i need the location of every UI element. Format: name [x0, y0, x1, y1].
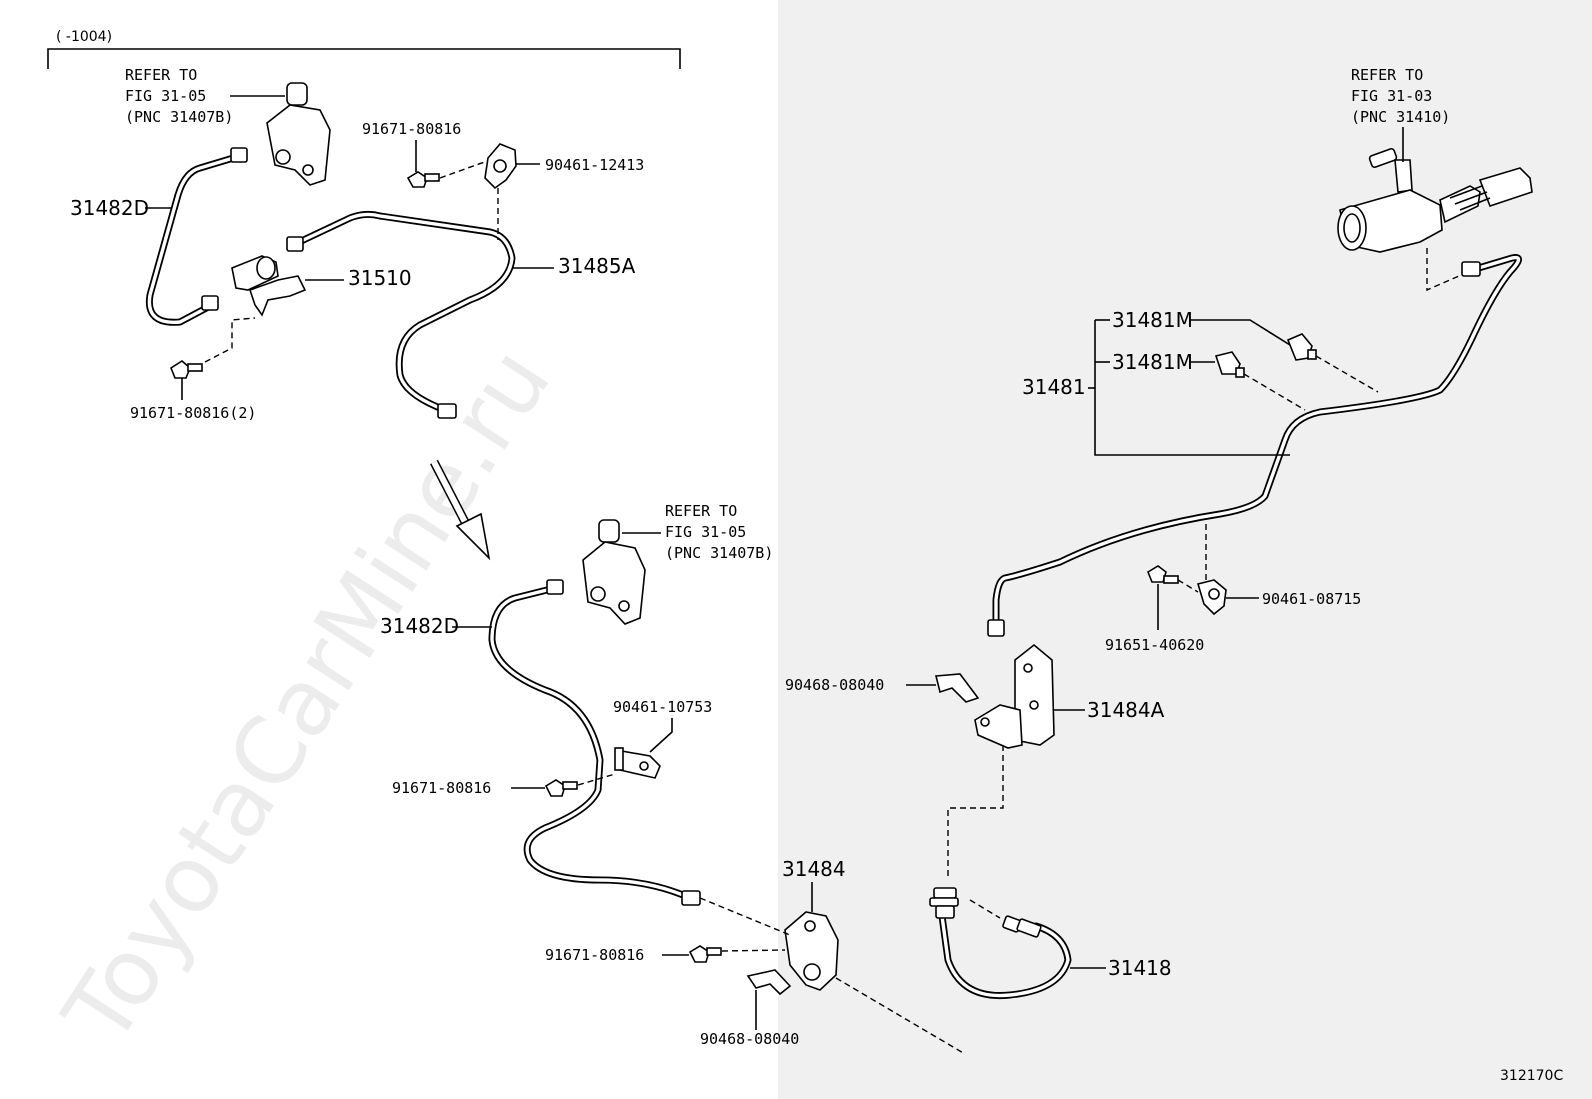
label-31418: 31418 — [1108, 956, 1172, 980]
label-90468-mid: 90468-08040 — [785, 676, 884, 694]
hose-fitting-icon — [1002, 915, 1042, 938]
label-91671-low: 91671-80816 — [545, 946, 644, 964]
pipe-31481 — [992, 254, 1522, 629]
clamp-icon — [1196, 579, 1227, 616]
pipe-31485a — [291, 210, 516, 414]
label-31510: 31510 — [348, 266, 412, 290]
right-panel — [778, 0, 1592, 1099]
clamp-icon — [484, 143, 517, 190]
label-31484a: 31484A — [1087, 698, 1165, 722]
range-label: ( -1004) — [56, 29, 112, 45]
bracket-31484-icon — [784, 911, 839, 991]
fitting-icon — [230, 147, 248, 163]
dash-bolt-clamp-mid — [577, 773, 616, 786]
grommet-icon — [1214, 351, 1245, 378]
fitting-icon — [987, 619, 1005, 637]
hose-31418 — [938, 912, 1072, 1000]
bolt-icon — [1147, 565, 1179, 584]
pipe-31482d-top — [145, 152, 244, 326]
bolt-icon — [170, 360, 203, 379]
dash-bolt-bracket — [721, 949, 786, 952]
ref-top-left-line2: FIG 31-05 — [125, 87, 206, 105]
label-31481m-a: 31481M — [1112, 308, 1193, 332]
fitting-icon — [286, 236, 304, 252]
ref-top-right-line2: FIG 31-03 — [1351, 87, 1432, 105]
dash-hose-fitting — [969, 899, 1001, 919]
ref-mid-line1: REFER TO — [665, 502, 737, 520]
bolt-icon — [544, 779, 578, 797]
grommet-icon — [1286, 333, 1317, 361]
dash-bolt-clamp-top — [439, 159, 491, 179]
master-cylinder-icon — [1337, 147, 1533, 253]
dash-grommet-b — [1243, 373, 1306, 411]
label-90468-low: 90468-08040 — [700, 1030, 799, 1048]
label-90461-08715: 90461-08715 — [1262, 590, 1361, 608]
dash-bracket-hose-top — [947, 745, 1004, 880]
hose-fitting-icon — [929, 887, 959, 919]
leader-90461-10753 — [649, 718, 673, 753]
valve-mid-icon — [582, 519, 646, 625]
label-90461-12413: 90461-12413 — [545, 156, 644, 174]
ref-top-left-line1: REFER TO — [125, 66, 197, 84]
left-panel — [0, 0, 778, 1099]
valve-top-icon — [266, 82, 331, 186]
fitting-icon — [1461, 261, 1481, 277]
fitting-icon — [546, 579, 564, 595]
fitting-icon — [201, 295, 219, 311]
ref-mid-line2: FIG 31-05 — [665, 523, 746, 541]
label-31484: 31484 — [782, 857, 846, 881]
label-91671-2: 91671-80816(2) — [130, 404, 256, 422]
label-91671-mid: 91671-80816 — [392, 779, 491, 797]
fitting-icon — [681, 890, 701, 906]
clip-icon — [934, 673, 980, 703]
bracket-31481 — [1094, 320, 1290, 456]
fitting-icon — [437, 403, 457, 419]
label-90461-10753: 90461-10753 — [613, 698, 712, 716]
ref-top-right-line1: REFER TO — [1351, 66, 1423, 84]
pipe-31482d-mid — [488, 584, 694, 902]
label-31482d-top: 31482D — [70, 196, 149, 220]
dash-bolt-clamp-right — [1177, 579, 1199, 593]
dash-pipe-bracket — [699, 897, 791, 936]
label-31485a: 31485A — [558, 254, 636, 278]
dash-bracket-hose — [835, 977, 966, 1055]
bracket-31484a-icon — [974, 643, 1055, 749]
clamp-icon — [614, 747, 661, 779]
label-91671-top: 91671-80816 — [362, 120, 461, 138]
range-bracket — [47, 48, 681, 69]
dash-grommet-a — [1315, 355, 1379, 393]
union-31510-icon — [231, 255, 307, 317]
label-91651-40620: 91651-40620 — [1105, 636, 1204, 654]
figure-code: 312170C — [1500, 1068, 1563, 1084]
ref-mid-line3: (PNC 31407B) — [665, 544, 773, 562]
ref-top-left-line3: (PNC 31407B) — [125, 108, 233, 126]
dash-bolt-31510 — [204, 317, 256, 363]
dash-cylinder-pipe — [1426, 248, 1469, 292]
bolt-icon — [406, 171, 440, 188]
arrow-down-icon — [430, 459, 491, 561]
clip-icon — [746, 969, 792, 996]
label-31482d-mid: 31482D — [380, 614, 459, 638]
leader-31481m-a — [1189, 319, 1291, 346]
ref-top-right-line3: (PNC 31410) — [1351, 108, 1450, 126]
bolt-icon — [688, 945, 722, 963]
label-31481m-b: 31481M — [1112, 350, 1193, 374]
label-31481: 31481 — [1022, 375, 1086, 399]
